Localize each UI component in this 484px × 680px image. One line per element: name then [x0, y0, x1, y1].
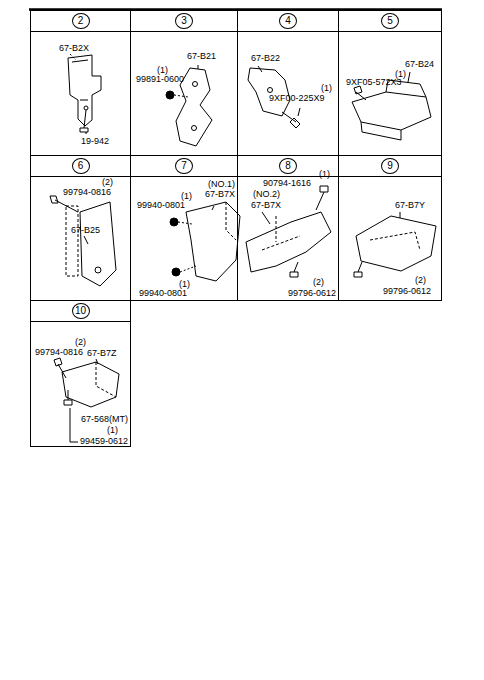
part-number: (1) — [157, 65, 168, 75]
leader-line — [400, 212, 401, 218]
part-number: (1) — [181, 191, 192, 201]
figure-cell: 567-B24(1)9XF05-572X3 — [338, 10, 442, 156]
part-number: 19-942 — [81, 136, 109, 146]
bolt-hole — [193, 82, 198, 87]
figure-number: 6 — [72, 158, 90, 174]
bracket — [186, 202, 240, 281]
figure-cell: 2 67-B2X 19-942 — [30, 10, 131, 156]
hidden-outline — [66, 206, 78, 276]
figure-number: 9 — [381, 158, 399, 174]
part-number: 9XF00-225X9 — [269, 93, 325, 103]
part-number: 67-B22 — [251, 53, 280, 63]
leader-line — [70, 54, 86, 134]
bolt — [316, 186, 328, 210]
part-number: (2) — [102, 177, 113, 187]
part-number: (NO.1) — [208, 179, 235, 189]
part-number: 67-B21 — [187, 51, 216, 61]
bolt — [50, 196, 78, 212]
part-number: 67-B7X — [205, 189, 235, 199]
figure-cell: 6 (2)99794-0816 67-B25 — [30, 155, 131, 301]
part-number: 99794-0816 — [63, 187, 111, 197]
part-number: 67-568(MT) — [81, 414, 128, 424]
leader-line — [174, 95, 188, 97]
figure-number: 7 — [175, 158, 193, 174]
part-number: (2) — [75, 337, 86, 347]
figure-number: 5 — [381, 13, 399, 29]
figure-cell: 9 67-B7Y (2)99796-0612 — [338, 155, 442, 301]
leader-line — [212, 206, 214, 210]
bolt — [354, 86, 366, 100]
part-number: 99940-0801 — [139, 288, 187, 298]
bracket — [248, 68, 290, 116]
nut — [170, 218, 178, 226]
part-number: (1) — [179, 279, 190, 289]
part-number: 90794-1616 — [263, 178, 311, 188]
hidden-outline — [226, 202, 236, 240]
part-number: (1) — [319, 169, 330, 179]
figure-cell: 8 (1) 90794-1616(NO.2)67-B7X (2)99796-0612 — [237, 155, 339, 301]
part-number: 99794-0816 — [35, 347, 83, 357]
bracket-flange — [361, 80, 426, 140]
leader-line — [178, 222, 196, 272]
part-number: 99940-0801 — [137, 200, 185, 210]
bolt-hole — [192, 126, 197, 131]
leader-line — [70, 408, 78, 442]
part-number: 67-B25 — [71, 225, 100, 235]
bracket-edge — [72, 60, 88, 100]
hidden-outline — [370, 232, 420, 250]
bolt — [354, 262, 362, 277]
part-number: 67-B7X — [251, 200, 281, 210]
leader-line — [84, 236, 88, 244]
bolt-hole — [268, 88, 273, 93]
part-number: (1) — [107, 425, 118, 435]
hidden-outline — [96, 362, 116, 397]
figure-number: 10 — [72, 303, 90, 319]
part-number: 99459-0612 — [80, 436, 128, 446]
bracket — [68, 55, 101, 126]
bracket — [62, 362, 119, 407]
figure-cell: 4 67-B22 (1)9XF00-225X9 — [237, 10, 339, 156]
figure-cell: 3 67-B21 (1)99891-0600 — [130, 10, 238, 156]
part-number: 99891-0600 — [136, 74, 184, 84]
part-number: (1) — [321, 83, 332, 93]
part-number: (2) — [313, 277, 324, 287]
part-number: 9XF05-572X3 — [346, 77, 402, 87]
part-number: 67-B2X — [59, 43, 89, 53]
leader-line — [408, 72, 410, 82]
bolt — [290, 262, 298, 277]
bolt — [282, 112, 300, 128]
part-number: (NO.2) — [253, 189, 280, 199]
figure-number: 2 — [72, 13, 90, 29]
part-number: 67-B7Y — [395, 200, 425, 210]
bracket — [246, 212, 331, 272]
bracket — [80, 202, 116, 286]
bolt — [54, 358, 66, 378]
figure-number: 4 — [279, 13, 297, 29]
part-number: 67-B24 — [405, 59, 434, 69]
bolt — [80, 110, 88, 132]
bracket — [356, 216, 436, 271]
figure-cell: 10 (2)99794-0816 67-B7Z 67-568(MT)(1)99459-… — [30, 300, 131, 447]
part-number: 99796-0612 — [383, 286, 431, 296]
leader-line — [258, 66, 300, 116]
part-number: (2) — [415, 275, 426, 285]
figure-number: 3 — [175, 13, 193, 29]
bolt-hole — [95, 267, 101, 273]
nut — [166, 91, 174, 99]
leader-line — [262, 212, 270, 224]
bolt — [64, 390, 72, 405]
figure-cell: 7(NO.1)(1)67-B7X99940-0801(1)99940-0801 — [130, 155, 238, 301]
leader-line — [198, 65, 199, 69]
leader-line — [96, 359, 98, 364]
part-number: 99796-0612 — [288, 288, 336, 298]
figure-number: 8 — [279, 158, 297, 174]
bolt-hole — [84, 106, 88, 110]
part-number: 67-B7Z — [87, 348, 117, 358]
nut — [172, 268, 180, 276]
